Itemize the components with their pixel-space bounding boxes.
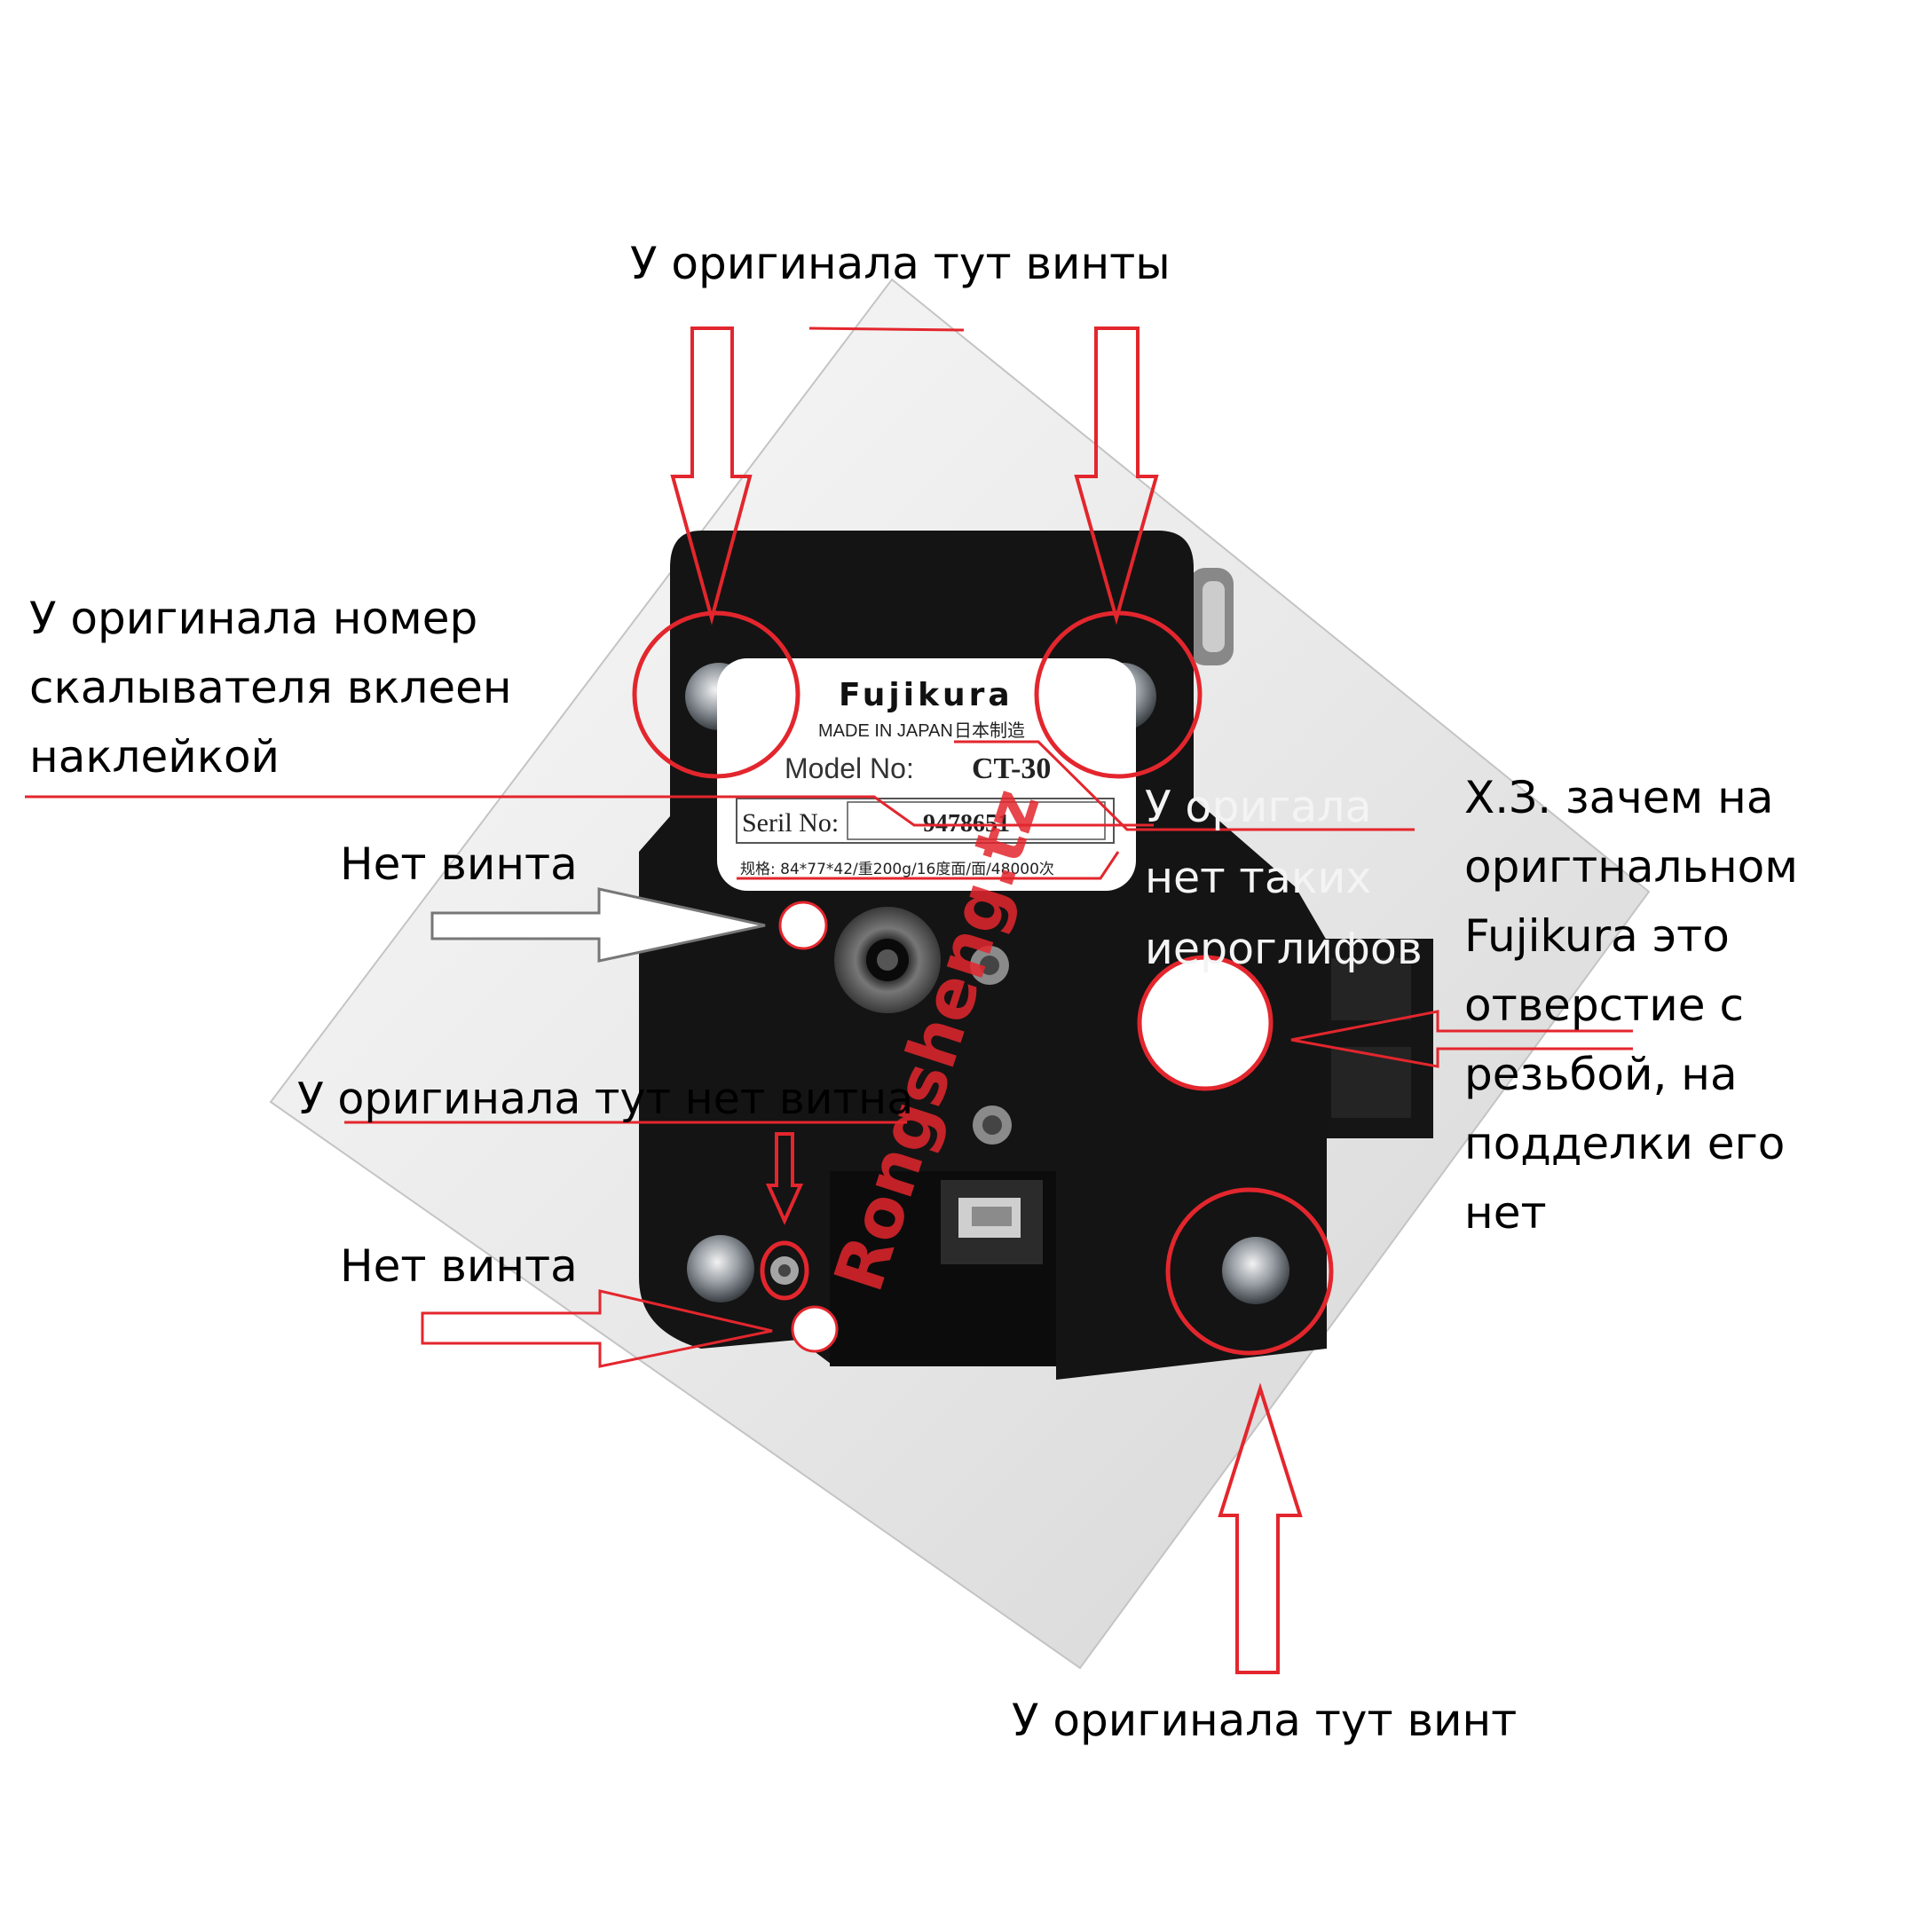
pointer-line-spec: [737, 851, 1120, 880]
arrow-down-top-left: [670, 327, 753, 626]
label-model-label: Model No:: [785, 752, 914, 784]
annotation-threaded-hole: Х.З. зачем на оригтнальном Fujikura это …: [1464, 763, 1798, 1247]
highlight-circle-bottom-right: [1165, 1187, 1334, 1356]
arrow-down-top-right: [1074, 327, 1159, 626]
annotation-bottom-screw: У оригинала тут винт: [1012, 1695, 1518, 1746]
annotation-no-hieroglyphs-line-1: У оригала: [1145, 782, 1372, 832]
annotation-no-hieroglyphs-line-2: нет таких: [1145, 853, 1372, 903]
annotation-threaded-hole-line-1: Х.З. зачем на: [1464, 772, 1774, 823]
missing-screw-dot-top: [778, 901, 828, 950]
annotation-threaded-hole-line-4: отверстие с: [1464, 980, 1744, 1031]
screw-middle: [973, 1106, 1012, 1145]
annotation-threaded-hole-line-5: резьбой, на: [1464, 1049, 1738, 1100]
foot-bottom-right: [1222, 1237, 1289, 1304]
blade-wheel: [834, 907, 941, 1013]
threaded-hole-marker: [1137, 955, 1274, 1091]
arrow-right-bottom-left: [421, 1289, 773, 1368]
annotation-sticker-number-line-3: наклейкой: [29, 731, 280, 783]
annotation-top-screws: У оригинала тут винты: [630, 238, 1171, 289]
annotation-threaded-hole-line-2: оригтнальном: [1464, 841, 1798, 893]
missing-screw-dot-bottom: [791, 1305, 839, 1353]
arrow-down-small: [765, 1132, 804, 1225]
label-serial-label: Seril No:: [742, 808, 839, 838]
screw-upper: [970, 946, 1009, 985]
annotation-no-screw-top: Нет винта: [340, 838, 578, 890]
arrow-up-bottom-right: [1218, 1382, 1303, 1674]
annotation-threaded-hole-line-3: Fujikura это: [1464, 910, 1730, 962]
label-model-value: CT-30: [972, 752, 1051, 785]
highlight-circle-top-left: [632, 610, 800, 779]
label-brand: Fujikura: [839, 677, 1013, 713]
bottom-compartment: [830, 1171, 1056, 1366]
annotation-sticker-number-line-1: У оригинала номер: [29, 593, 478, 644]
top-red-line: [808, 327, 965, 332]
annotation-threaded-hole-line-6: подделки его: [1464, 1118, 1786, 1169]
pointer-line-hieroglyphs: [954, 740, 1415, 831]
arrow-right-no-screw-top: [430, 887, 766, 963]
screw-bottom-left: [770, 1256, 799, 1285]
annotation-no-hieroglyphs: У оригала нет таких иероглифов: [1145, 772, 1423, 985]
arrow-left-hole: [1290, 1010, 1633, 1068]
label-made-in-jp: 日本制造: [954, 720, 1025, 741]
annotation-threaded-hole-line-7: нет: [1464, 1187, 1547, 1239]
label-spec: 规格: 84*77*42/重200g/16度面/面/48000次: [740, 861, 1054, 878]
foot-bottom-left: [687, 1235, 754, 1302]
annotation-sticker-number-line-2: скалывателя вклеен: [29, 662, 512, 713]
highlight-circle-small-screw: [760, 1240, 809, 1301]
annotation-no-hieroglyphs-line-3: иероглифов: [1145, 924, 1423, 974]
annotation-no-screw-here: У оригинала тут нет витна: [297, 1074, 914, 1124]
pointer-line-sticker: [25, 795, 1154, 827]
label-made-in: MADE IN JAPAN: [818, 721, 953, 741]
annotation-sticker-number: У оригинала номер скалывателя вклеен нак…: [29, 584, 512, 791]
highlight-circle-top-right: [1034, 610, 1203, 779]
knob: [1189, 568, 1234, 665]
annotation-no-screw-bottom: Нет винта: [340, 1240, 578, 1292]
